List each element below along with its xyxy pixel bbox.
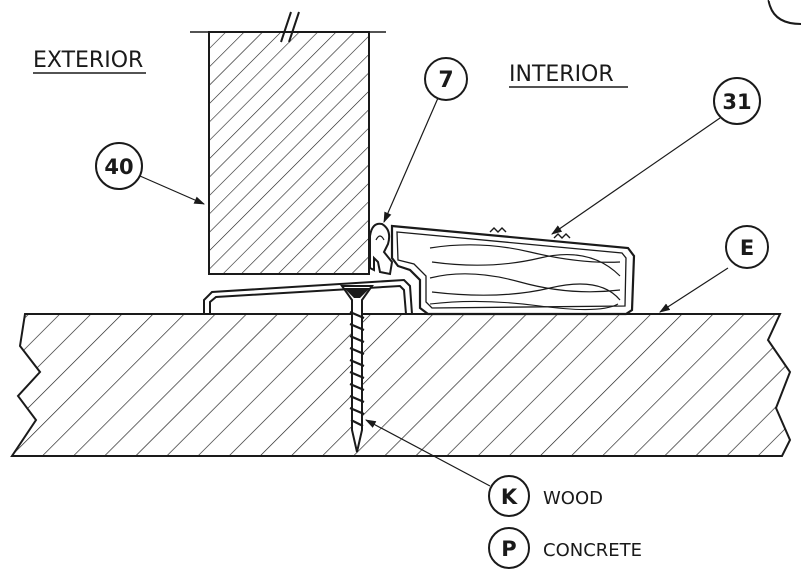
- svg-text:P: P: [501, 537, 516, 561]
- leader-7: [383, 97, 439, 223]
- svg-text:K: K: [501, 485, 518, 509]
- callout-7: 7: [424, 57, 468, 101]
- callout-k: K: [488, 475, 530, 517]
- svg-text:31: 31: [722, 90, 751, 114]
- callout-e: E: [725, 225, 769, 269]
- threshold-plate: [203, 278, 413, 315]
- break-mark: [280, 11, 292, 43]
- partial-callout-circle: [767, 0, 801, 25]
- break-mark: [288, 11, 300, 43]
- callout-31: 31: [713, 77, 761, 125]
- screw: [340, 285, 374, 453]
- callout-40: 40: [95, 142, 143, 190]
- exterior-label: EXTERIOR: [33, 48, 143, 73]
- leader-k: [365, 419, 491, 487]
- leader-40: [139, 175, 205, 205]
- svg-text:7: 7: [438, 68, 453, 93]
- svg-text:40: 40: [104, 155, 133, 179]
- leader-e: [659, 267, 729, 313]
- wood-label: WOOD: [543, 488, 603, 509]
- weatherstrip: [369, 222, 394, 276]
- svg-text:E: E: [740, 236, 754, 260]
- concrete-slab: [10, 313, 792, 457]
- concrete-label: CONCRETE: [543, 540, 642, 561]
- door-slab: [190, 11, 386, 275]
- leader-31: [551, 117, 721, 235]
- callout-p: P: [488, 527, 530, 569]
- interior-label: INTERIOR: [509, 62, 614, 87]
- wood-threshold-cap: [390, 224, 636, 316]
